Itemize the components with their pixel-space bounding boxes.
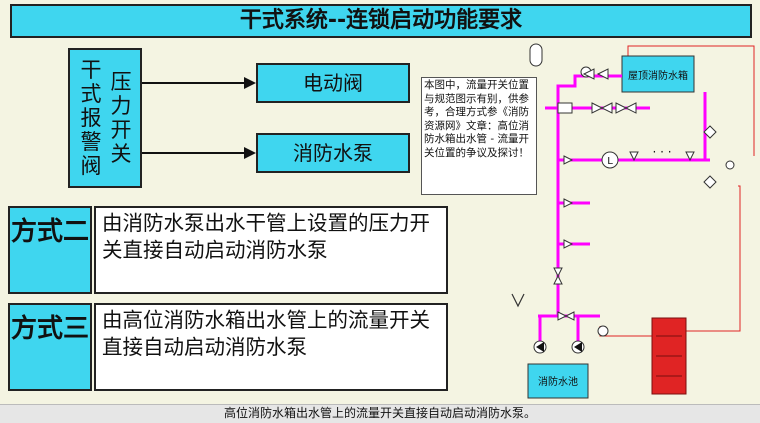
gate-valve-icon bbox=[553, 274, 563, 285]
mode-three-label: 方式三 bbox=[8, 303, 92, 391]
flow-switch-icon bbox=[601, 151, 619, 169]
valve-icon bbox=[557, 102, 573, 114]
system-schematic: 屋顶消防水箱 L · · · bbox=[511, 43, 755, 399]
gate-valve-icon bbox=[591, 102, 604, 114]
pressure-gauge-icon bbox=[725, 160, 735, 170]
gate-valve-icon bbox=[564, 311, 575, 321]
caption-bar: 高位消防水箱出水管上的流量开关直接自动启动消防水泵。 bbox=[0, 404, 760, 423]
test-valve-icon bbox=[703, 125, 717, 139]
inlet-y-icon bbox=[511, 293, 525, 308]
signal-line-panel bbox=[599, 326, 660, 337]
gate-valve-icon bbox=[563, 198, 574, 208]
fire-pool-label: 消防水池 bbox=[538, 375, 578, 388]
arrow-to-pump bbox=[142, 147, 256, 159]
gate-valve-icon bbox=[615, 102, 628, 114]
mode-two: 方式二 由消防水泵出水干管上设置的压力开关直接自动启动消防水泵 bbox=[8, 206, 448, 294]
gate-valve-icon bbox=[563, 155, 574, 165]
slide: 干式系统--连锁启动功能要求 干式报警阀 压力开关 电动阀 消防水泵 本图中，流… bbox=[8, 4, 755, 399]
pressure-tank-icon bbox=[529, 43, 543, 67]
gate-valve-icon bbox=[563, 239, 574, 249]
sprinkler-icon bbox=[685, 151, 695, 162]
gate-valve-icon bbox=[624, 102, 637, 114]
gate-valve-icon bbox=[553, 267, 563, 278]
roof-tank-label: 屋顶消防水箱 bbox=[628, 69, 688, 82]
test-valve-icon bbox=[703, 175, 717, 189]
gate-valve-icon bbox=[557, 311, 568, 321]
note-box: 本图中，流量开关位置与规范图示有别，供参考，合理方式参《消防资源网》文章：高位消… bbox=[421, 77, 537, 195]
check-valve-icon bbox=[582, 68, 595, 80]
mode-two-label: 方式二 bbox=[8, 206, 92, 294]
electric-valve-box: 电动阀 bbox=[256, 63, 410, 103]
mode-two-desc: 由消防水泵出水干管上设置的压力开关直接自动启动消防水泵 bbox=[94, 206, 448, 294]
fire-pump-icon bbox=[574, 342, 582, 352]
roof-tank bbox=[621, 55, 695, 93]
arrow-to-valve bbox=[142, 77, 256, 89]
fire-pump-icon bbox=[536, 342, 544, 352]
alarm-valve-label: 干式报警阀 bbox=[80, 58, 102, 178]
gate-valve-icon bbox=[600, 102, 613, 114]
flow-switch-label: L bbox=[607, 156, 613, 167]
mode-three-desc: 由高位消防水箱出水管上的流量开关直接自动启动消防水泵 bbox=[94, 303, 448, 391]
fire-pump-box: 消防水泵 bbox=[256, 133, 410, 173]
fire-pool bbox=[527, 363, 589, 399]
signal-line-right bbox=[685, 185, 741, 332]
mode-three: 方式三 由高位消防水箱出水管上的流量开关直接自动启动消防水泵 bbox=[8, 303, 448, 391]
pressure-switch-label: 压力开关 bbox=[110, 70, 132, 166]
alarm-valve-pressure-switch-box: 干式报警阀 压力开关 bbox=[68, 48, 142, 188]
pressure-gauge-icon bbox=[597, 325, 609, 337]
more-sprinklers-dots: · · · bbox=[652, 145, 671, 159]
slide-title: 干式系统--连锁启动功能要求 bbox=[10, 4, 752, 38]
sprinkler-icon bbox=[629, 151, 639, 162]
check-valve-icon bbox=[596, 68, 609, 80]
